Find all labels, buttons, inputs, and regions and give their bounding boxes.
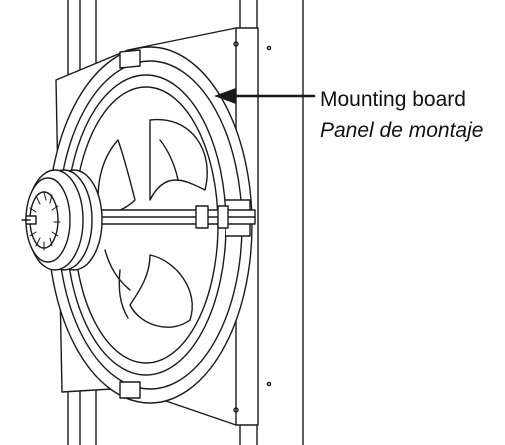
motor-bracket xyxy=(90,206,255,228)
fan-motor xyxy=(22,170,102,270)
screw-hole xyxy=(234,408,238,412)
screw-hole xyxy=(267,46,270,49)
callout-arrow xyxy=(214,88,314,104)
callout-label-english: Mounting board xyxy=(320,88,466,111)
screw-hole xyxy=(234,42,238,46)
callout-label-spanish: Panel de montaje xyxy=(320,119,484,142)
screw-hole xyxy=(267,382,270,385)
